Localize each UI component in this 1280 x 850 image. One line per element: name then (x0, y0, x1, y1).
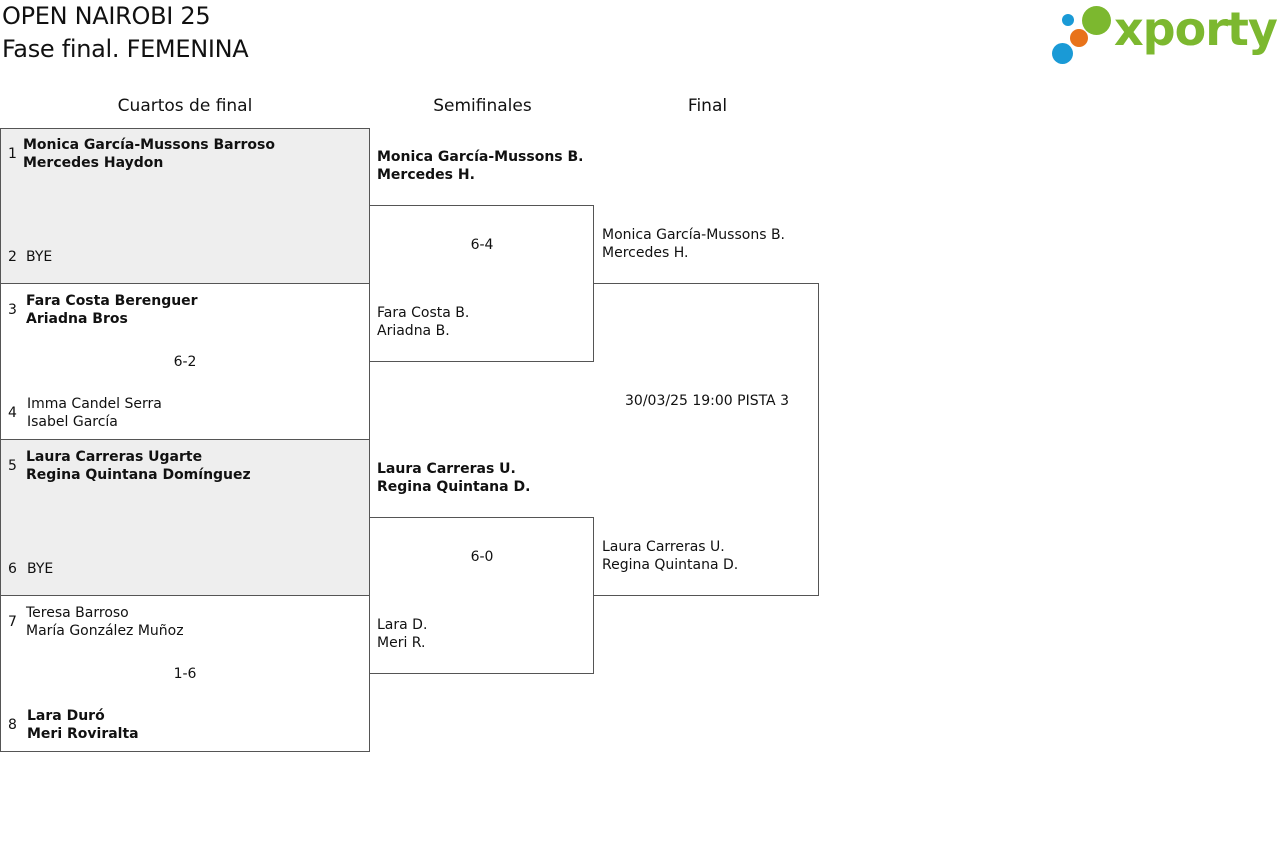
semifinal-2-pair-top: Laura Carreras U. Regina Quintana D. (377, 460, 530, 496)
player-name: Laura Carreras U. (602, 539, 725, 555)
seed-number: 1 (8, 146, 17, 162)
pair-top: Fara Costa Berenguer Ariadna Bros (26, 292, 198, 328)
round-heading-final: Final (687, 96, 728, 116)
round-heading-semifinals: Semifinales (433, 96, 532, 116)
match-score: 6-4 (470, 237, 494, 253)
player-name: Isabel García (27, 414, 118, 430)
pair-top: Teresa Barroso María González Muñoz (26, 604, 184, 640)
player-name: Regina Quintana D. (602, 557, 739, 573)
final-match (594, 283, 819, 596)
seed-number: 4 (8, 405, 17, 421)
draw-subtitle: Fase final. FEMENINA (2, 35, 249, 63)
player-name: Regina Quintana D. (377, 479, 531, 495)
seed-number: 8 (8, 717, 17, 733)
final-pair-bottom: Laura Carreras U. Regina Quintana D. (602, 538, 738, 574)
seed-number: 5 (8, 458, 17, 474)
pair-bottom: BYE (27, 560, 53, 578)
player-name: Fara Costa B. (377, 305, 470, 321)
player-name: Laura Carreras U. (377, 461, 516, 477)
player-name: Mercedes Haydon (23, 155, 164, 171)
seed-number: 3 (8, 302, 17, 318)
tournament-title: OPEN NAIROBI 25 (2, 2, 211, 30)
pair-top: Laura Carreras Ugarte Regina Quintana Do… (26, 448, 251, 484)
player-name: María González Muñoz (26, 623, 184, 639)
final-pair-top: Monica García-Mussons B. Mercedes H. (602, 226, 785, 262)
player-name: Monica García-Mussons Barroso (23, 137, 275, 153)
quarterfinal-match-3: 5 Laura Carreras Ugarte Regina Quintana … (0, 439, 370, 596)
match-score: 6-2 (173, 354, 197, 370)
player-name: Meri R. (377, 635, 426, 651)
player-name: Lara Duró (27, 708, 105, 724)
player-name: Teresa Barroso (26, 605, 129, 621)
semifinal-match-2 (369, 517, 594, 674)
player-name: Fara Costa Berenguer (26, 293, 198, 309)
pair-bottom: BYE (26, 248, 52, 266)
player-name: Regina Quintana Domínguez (26, 467, 251, 483)
bye-label: BYE (26, 249, 53, 265)
quarterfinal-match-4: 7 Teresa Barroso María González Muñoz 1-… (0, 595, 370, 752)
seed-number: 6 (8, 561, 17, 577)
bye-label: BYE (27, 561, 54, 577)
player-name: Ariadna Bros (26, 311, 128, 327)
seed-number: 2 (8, 249, 17, 265)
pair-top: Monica García-Mussons Barroso Mercedes H… (23, 136, 275, 172)
final-schedule: 30/03/25 19:00 PISTA 3 (625, 393, 789, 409)
pair-bottom: Imma Candel Serra Isabel García (27, 395, 162, 431)
match-score: 1-6 (173, 666, 197, 682)
seed-number: 7 (8, 614, 17, 630)
logo-green-dot-icon (1082, 6, 1111, 35)
xporty-logo: xporty (1050, 2, 1278, 68)
player-name: Laura Carreras Ugarte (26, 449, 203, 465)
semifinal-2-pair-bottom: Lara D. Meri R. (377, 616, 427, 652)
match-score: 6-0 (470, 549, 494, 565)
logo-wordmark: xporty (1114, 2, 1278, 56)
player-name: Mercedes H. (602, 245, 689, 261)
player-name: Monica García-Mussons B. (377, 149, 584, 165)
round-heading-quarterfinals: Cuartos de final (117, 96, 253, 116)
player-name: Meri Roviralta (27, 726, 139, 742)
player-name: Mercedes H. (377, 167, 475, 183)
semifinal-1-pair-top: Monica García-Mussons B. Mercedes H. (377, 148, 583, 184)
logo-blue-dot-icon (1062, 14, 1074, 26)
player-name: Imma Candel Serra (27, 396, 162, 412)
player-name: Ariadna B. (377, 323, 450, 339)
logo-blue-dot-large-icon (1052, 43, 1073, 64)
quarterfinal-match-1: 1 Monica García-Mussons Barroso Mercedes… (0, 128, 370, 285)
logo-orange-dot-icon (1070, 29, 1088, 47)
player-name: Monica García-Mussons B. (602, 227, 786, 243)
pair-bottom: Lara Duró Meri Roviralta (27, 707, 139, 743)
semifinal-match-1 (369, 205, 594, 362)
quarterfinal-match-2: 3 Fara Costa Berenguer Ariadna Bros 6-2 … (0, 283, 370, 440)
player-name: Lara D. (377, 617, 428, 633)
semifinal-1-pair-bottom: Fara Costa B. Ariadna B. (377, 304, 469, 340)
